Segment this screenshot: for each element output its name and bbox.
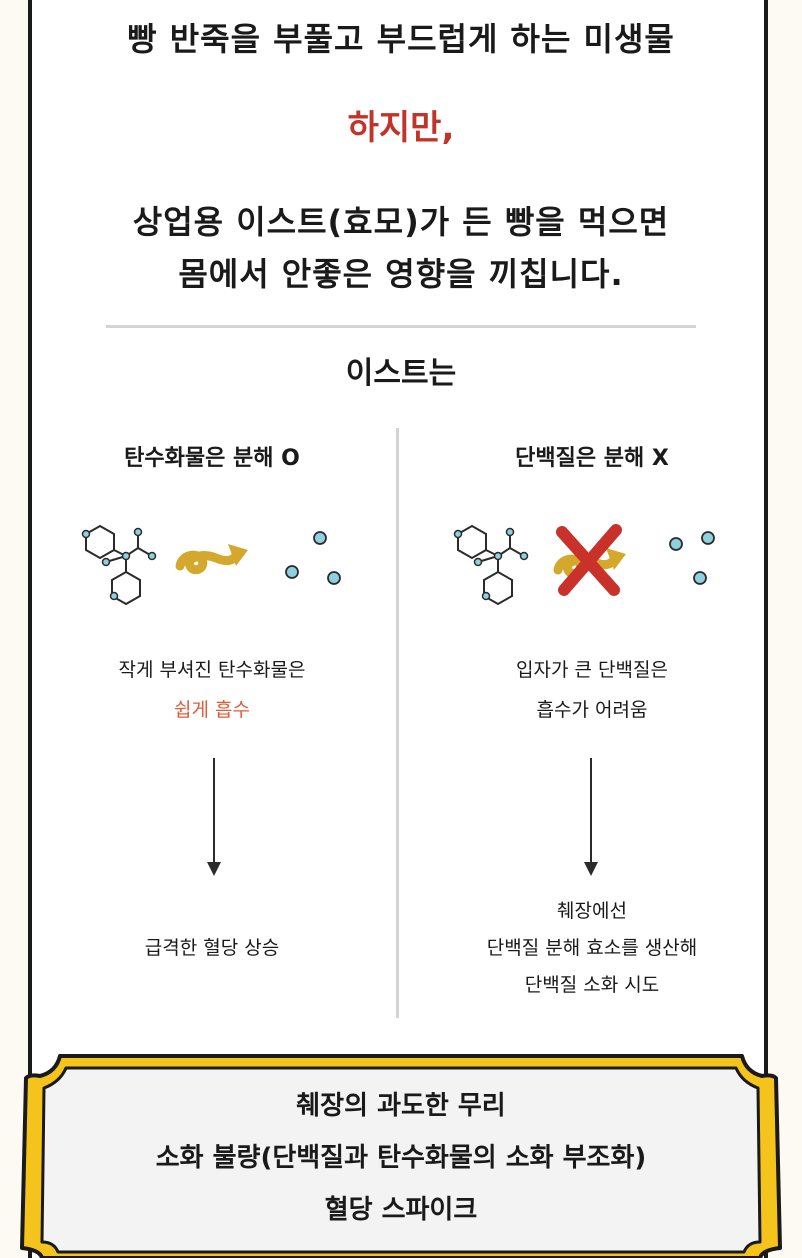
summary-line-1: 췌장의 과도한 무리 <box>296 1091 506 1121</box>
molecule-icon <box>453 524 529 606</box>
divider-vertical <box>396 428 399 1018</box>
summary-line-2: 소화 불량(단백질과 탄수화물의 소화 부조화) <box>155 1143 647 1173</box>
carb-result: 급격한 혈당 상승 <box>144 937 280 959</box>
protein-note-line-1: 입자가 큰 단백질은 <box>516 659 668 681</box>
protein-note-line-2: 흡수가 어려움 <box>536 699 648 721</box>
arrow-down-icon <box>584 862 598 876</box>
molecule-icon <box>81 524 157 606</box>
carb-note-line-1: 작게 부셔진 탄수화물은 <box>118 659 306 681</box>
protein-result-line-3: 단백질 소화 시도 <box>524 974 660 996</box>
arrow-down-right <box>590 758 592 870</box>
protein-result: 췌장에선 단백질 분해 효소를 생산해 단백질 소화 시도 <box>412 893 772 1004</box>
protein-title: 단백질은 분해 X <box>515 446 669 471</box>
arrow-down-icon <box>207 862 221 876</box>
protein-result-line-2: 단백질 분해 효소를 생산해 <box>486 937 698 959</box>
blocked-arrow-icon <box>553 524 626 596</box>
protein-note: 입자가 큰 단백질은 흡수가 어려움 <box>412 650 772 730</box>
summary-frame <box>20 1054 782 1258</box>
intro-line-3: 몸에서 안좋은 영향을 끼칩니다. <box>178 255 624 293</box>
carb-note: 작게 부셔진 탄수화물은 쉽게 흡수 <box>32 650 392 730</box>
particles-icon <box>669 531 715 585</box>
intro-line-2: 상업용 이스트(효모)가 든 빵을 먹으면 <box>132 203 670 241</box>
protein-result-line-1: 췌장에선 <box>557 900 627 922</box>
intro-line-1: 빵 반죽을 부풀고 부드럽게 하는 미생물 <box>127 20 675 58</box>
cross-icon <box>556 524 622 596</box>
swirl-arrow-icon <box>175 544 248 575</box>
divider-horizontal <box>106 325 696 328</box>
particles-icon <box>285 531 341 585</box>
carb-note-highlight: 쉽게 흡수 <box>174 699 250 721</box>
intro-statement: 상업용 이스트(효모)가 든 빵을 먹으면 몸에서 안좋은 영향을 끼칩니다. <box>0 196 802 300</box>
summary-line-3: 혈당 스파이크 <box>324 1195 478 1225</box>
section-title: 이스트는 <box>345 356 457 391</box>
arrow-down-left <box>213 758 215 870</box>
carb-title: 탄수화물은 분해 O <box>124 446 300 471</box>
summary-text: 췌장의 과도한 무리 소화 불량(단백질과 탄수화물의 소화 부조화) 혈당 스… <box>0 1080 802 1236</box>
however-text: 하지만, <box>347 108 455 148</box>
